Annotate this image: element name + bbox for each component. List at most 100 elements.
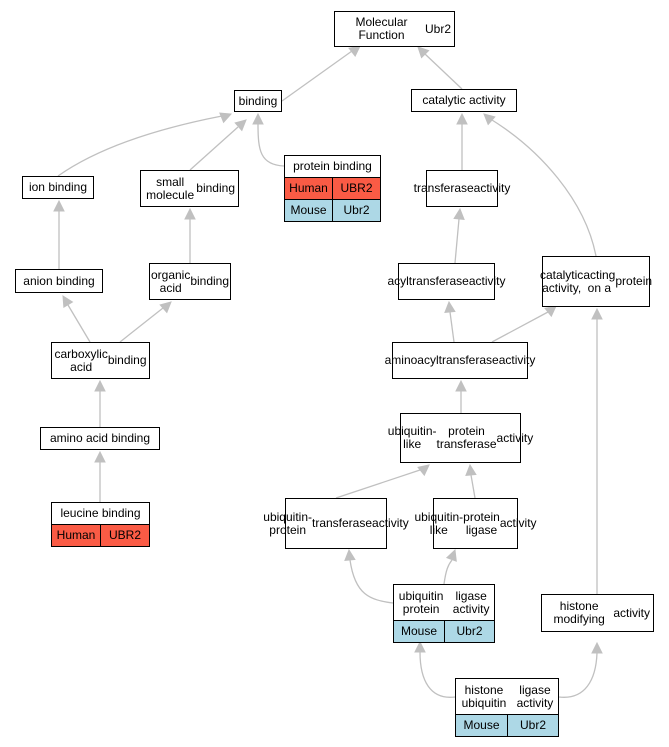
- node-label: protein binding: [284, 155, 381, 178]
- edge-arrowhead: [465, 463, 477, 476]
- edge-arrowhead: [252, 112, 264, 125]
- edge-line: [189, 126, 239, 171]
- edge-line: [470, 474, 476, 499]
- edge-arrowhead: [62, 295, 74, 308]
- node-amino-acid[interactable]: amino acid binding: [40, 427, 160, 450]
- node-label-line: Molecular Function: [355, 15, 408, 42]
- edge-arrowhead: [544, 305, 557, 318]
- node-label-line: ubiquitin-like: [387, 424, 437, 451]
- node-label-line: activity: [499, 516, 537, 530]
- species-cell: Human: [51, 524, 101, 547]
- species-cell: Mouse: [284, 199, 333, 222]
- edge-arrowhead: [94, 450, 106, 463]
- edge-line: [67, 304, 91, 343]
- edge-line: [443, 559, 453, 585]
- node-label-line: organic acid: [150, 267, 191, 295]
- edge-line: [491, 311, 549, 343]
- node-label-line: ligase activity: [452, 588, 490, 616]
- node-label-line: ubiquitin protein: [398, 588, 444, 616]
- gene-cell: Ubr2: [332, 199, 381, 222]
- node-label-line: Ubr2: [424, 21, 451, 36]
- edge-arrowhead: [417, 464, 430, 477]
- node-label-line: catalytic activity,: [539, 267, 584, 295]
- node-catalytic[interactable]: catalytic activity: [411, 89, 517, 112]
- node-label: anion binding: [16, 270, 102, 292]
- gene-cell: Ubr2: [507, 714, 559, 737]
- edge-arrowhead: [184, 207, 196, 220]
- node-label-line: binding: [107, 353, 147, 367]
- node-label: amino acid binding: [41, 428, 159, 449]
- gene-cell: Ubr2: [444, 620, 495, 643]
- edge-line: [558, 652, 598, 698]
- edge-line: [424, 53, 463, 90]
- node-label-line: protein ligase: [463, 509, 500, 537]
- node-label-line: binding: [196, 181, 235, 195]
- edge-arrowhead: [53, 199, 65, 212]
- edge-arrowhead: [414, 640, 426, 653]
- edge-arrowhead: [344, 548, 356, 561]
- edge-arrowhead: [417, 46, 430, 59]
- species-cell: Mouse: [393, 620, 445, 643]
- edge-line: [257, 123, 285, 167]
- node-label-line: carboxylic acid: [54, 346, 108, 374]
- node-label-line: acting on a: [583, 267, 616, 295]
- edge-line: [281, 50, 353, 102]
- node-label-line: protein binding: [293, 159, 372, 173]
- edge-arrowhead: [94, 379, 106, 392]
- node-label-line: amino acid binding: [49, 431, 151, 445]
- edge-line: [419, 651, 456, 698]
- node-label-line: binding: [190, 274, 230, 288]
- node-ion-binding[interactable]: ion binding: [22, 176, 94, 199]
- node-label-line: ligase activity: [516, 682, 554, 710]
- node-label-line: binding: [238, 93, 278, 108]
- node-label-line: activity: [498, 353, 536, 367]
- edge-arrowhead: [159, 301, 172, 314]
- node-label: binding: [235, 91, 281, 111]
- edge-line: [449, 311, 455, 343]
- species-cell: Mouse: [455, 714, 508, 737]
- node-label-line: activity: [372, 516, 409, 530]
- edge-arrowhead: [483, 113, 496, 126]
- node-label-line: anion binding: [23, 273, 95, 288]
- node-label-line: activity: [613, 605, 650, 620]
- edge-arrowhead: [444, 300, 456, 313]
- node-label-line: ubiquitin-protein: [263, 509, 312, 537]
- node-label-line: activity: [468, 274, 506, 288]
- node-binding[interactable]: binding: [234, 90, 282, 112]
- node-mf-root[interactable]: Molecular Function Ubr2: [334, 11, 455, 47]
- node-label-line: activity: [496, 430, 534, 445]
- edge-arrowhead: [591, 307, 603, 320]
- species-cell: Human: [284, 177, 333, 200]
- edge-line: [491, 119, 597, 257]
- node-anion-binding[interactable]: anion binding: [15, 269, 103, 293]
- edge-arrowhead: [455, 379, 467, 392]
- edge-line: [454, 218, 460, 264]
- edge-arrowhead: [234, 119, 247, 132]
- node-label-line: ion binding: [28, 180, 88, 194]
